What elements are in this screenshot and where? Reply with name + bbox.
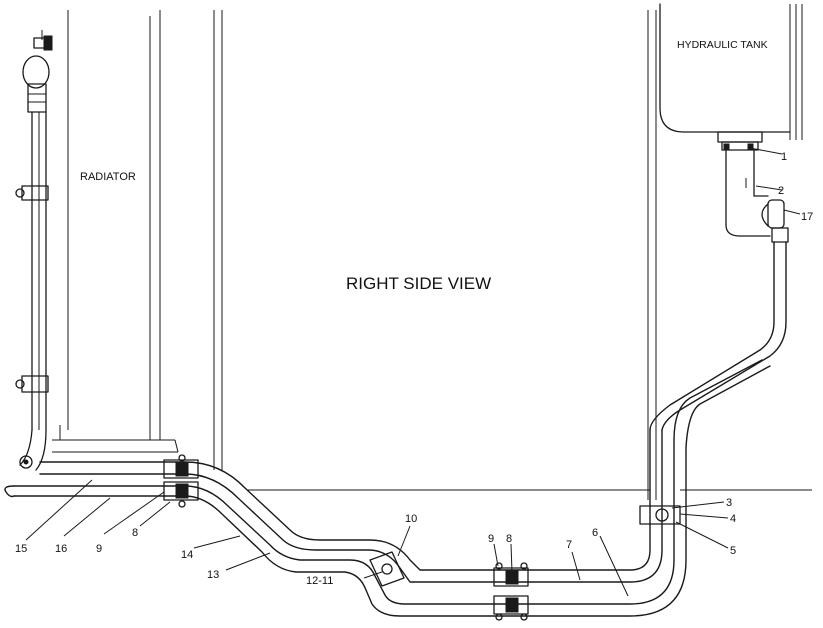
callout-8-right: 8 [506, 533, 512, 545]
callout-8-left: 8 [132, 527, 138, 539]
callout-9-left: 9 [96, 543, 102, 555]
callout-3: 3 [726, 497, 732, 509]
callout-1: 1 [781, 151, 787, 163]
callout-10: 10 [405, 513, 417, 525]
callout-6: 6 [592, 527, 598, 539]
callout-14: 14 [181, 549, 193, 561]
callout-2: 2 [778, 185, 784, 197]
callout-12-11: 12-11 [306, 575, 333, 587]
callout-9-right: 9 [488, 533, 494, 545]
hose-clamps [163, 454, 681, 621]
callout-5: 5 [730, 545, 736, 557]
callout-7: 7 [566, 539, 572, 551]
hose-bundle [4, 241, 787, 617]
radiator-label: RADIATOR [80, 171, 136, 183]
leader-lines [25, 147, 801, 597]
callout-16: 16 [55, 543, 67, 555]
view-title: RIGHT SIDE VIEW [346, 274, 491, 293]
callout-15: 15 [15, 543, 27, 555]
callout-13: 13 [207, 569, 219, 581]
hydraulic-tank-label: HYDRAULIC TANK [677, 39, 768, 51]
callout-numbers: 1 2 17 3 4 5 6 7 8 9 10 12-11 13 14 8 9 … [15, 151, 813, 587]
machine-frame [52, 10, 812, 500]
tank-elbow-fitting [725, 149, 789, 243]
radiator-vertical-tube [15, 30, 53, 471]
callout-17: 17 [801, 211, 813, 223]
hydraulic-tank [659, 3, 803, 151]
callout-4: 4 [730, 513, 736, 525]
